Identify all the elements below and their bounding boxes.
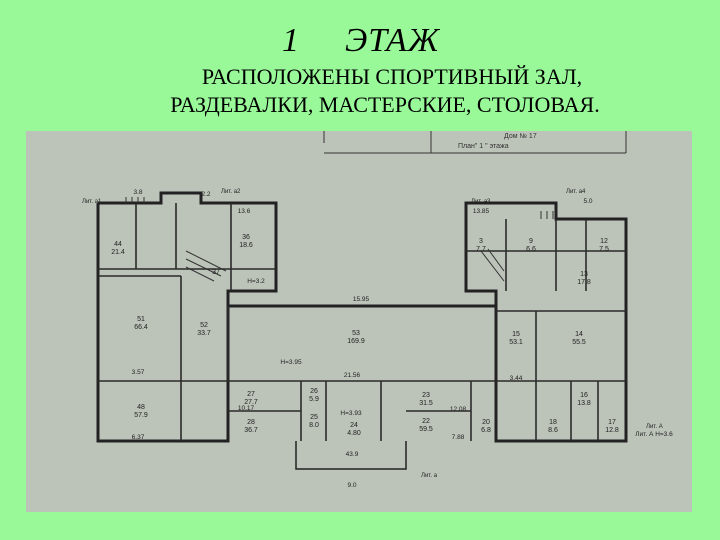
subtitle-line-1: РАСПОЛОЖЕНЫ СПОРТИВНЫЙ ЗАЛ, [201, 64, 583, 89]
room-num: 28 [247, 419, 255, 426]
room-area: 4.80 [347, 430, 361, 437]
dimension-labels: 15.95 21.56 H=3.95 H=3.93 Н=3.2 43.9 9.0… [132, 189, 673, 489]
room-area: 12.8 [605, 427, 619, 434]
room-num: 9 [529, 238, 533, 245]
dim: 9.0 [347, 482, 356, 489]
room-area: 6.6 [526, 246, 536, 253]
litera: Лит. А [646, 424, 663, 430]
dim: 13.85 [473, 208, 490, 215]
room-num: 20 [482, 419, 490, 426]
plan-stamp: Дом № 17 План" 1 " этажа [323, 131, 627, 154]
room-num: 51 [137, 316, 145, 323]
dim: 6.37 [132, 434, 145, 441]
dim: Лит. А Н=3.6 [635, 431, 673, 438]
room-num: 48 [137, 404, 145, 411]
litera: Лит. а2 [221, 189, 241, 195]
room-area: 53.1 [509, 339, 523, 346]
dim: 10.17 [238, 405, 255, 412]
dim: 12.08 [450, 406, 467, 413]
room-num: 37 [212, 269, 220, 276]
litera: Лит. а1 [82, 199, 102, 205]
room-area: 169.9 [347, 338, 365, 345]
litera: Лит. а4 [566, 189, 586, 195]
dim: 43.9 [346, 451, 359, 458]
floor-plan-image: Дом № 17 План" 1 " этажа [26, 131, 692, 512]
room-area: 5.9 [309, 396, 319, 403]
room-area: 17.8 [577, 279, 591, 286]
room-area: 55.5 [572, 339, 586, 346]
dim: 5.0 [583, 198, 592, 205]
room-num: 18 [549, 419, 557, 426]
room-num: 44 [114, 241, 122, 248]
room-area: 13.8 [577, 400, 591, 407]
room-num: 36 [242, 234, 250, 241]
room-num: 3 [479, 238, 483, 245]
subtitle-line-2: РАЗДЕВАЛКИ, МАСТЕРСКИЕ, СТОЛОВАЯ. [170, 92, 600, 117]
room-num: 22 [422, 418, 430, 425]
room-num: 23 [422, 392, 430, 399]
building-outline [96, 191, 628, 470]
litera: Лит. а3 [471, 199, 491, 205]
litera-labels: Лит. а1 Лит. а2 Лит. а3 Лит. а4 Лит. а Л… [82, 189, 663, 479]
stamp-line-1: Дом № 17 [504, 133, 537, 140]
stairs [125, 197, 554, 282]
room-num: 13 [580, 271, 588, 278]
room-num: 14 [575, 331, 583, 338]
room-area: 57.9 [134, 412, 148, 419]
dim: 21.56 [344, 372, 361, 379]
dim: H=3.93 [340, 410, 362, 417]
room-num: 53 [352, 330, 360, 337]
room-area: 66.4 [134, 324, 148, 331]
room-num: 25 [310, 414, 318, 421]
dim: 3.57 [132, 369, 145, 376]
dim: 15.95 [353, 296, 370, 303]
room-area: 27.7 [244, 399, 258, 406]
room-num: 12 [600, 238, 608, 245]
room-num: 52 [200, 322, 208, 329]
room-area: 33.7 [197, 330, 211, 337]
interior-walls [98, 203, 626, 441]
room-area: 21.4 [111, 249, 125, 256]
slide-title: 1 ЭТАЖ [0, 22, 720, 62]
room-area: 18.6 [239, 242, 253, 249]
room-area: 7.5 [599, 246, 609, 253]
stamp-line-2: План" 1 " этажа [458, 143, 509, 150]
room-area: 7.7 [476, 246, 486, 253]
room-area: 59.5 [419, 426, 433, 433]
dim: 7.88 [452, 434, 465, 441]
room-num: 27 [247, 391, 255, 398]
room-area: 31.5 [419, 400, 433, 407]
litera: Лит. а [421, 473, 438, 479]
room-num: 15 [512, 331, 520, 338]
room-labels: 51 66.4 52 33.7 53 169.9 15 53.1 14 55.5… [111, 234, 619, 437]
dim: 2.2 [201, 191, 210, 198]
floor-number: 1 [282, 22, 299, 59]
dim: 3.8 [133, 189, 142, 196]
floor-word: ЭТАЖ [345, 22, 440, 59]
room-area: 36.7 [244, 427, 258, 434]
room-area: 8.0 [309, 422, 319, 429]
dim: H=3.95 [280, 359, 302, 366]
dim: 13.6 [238, 208, 251, 215]
room-area: 8.6 [548, 427, 558, 434]
floor-plan-drawing: Дом № 17 План" 1 " этажа [26, 131, 692, 512]
room-num: 16 [580, 392, 588, 399]
dim: Н=3.2 [247, 278, 265, 285]
room-area: 6.8 [481, 427, 491, 434]
room-num: 17 [608, 419, 616, 426]
room-num: 24 [350, 422, 358, 429]
room-num: 26 [310, 388, 318, 395]
dim: 3.44 [510, 375, 523, 382]
